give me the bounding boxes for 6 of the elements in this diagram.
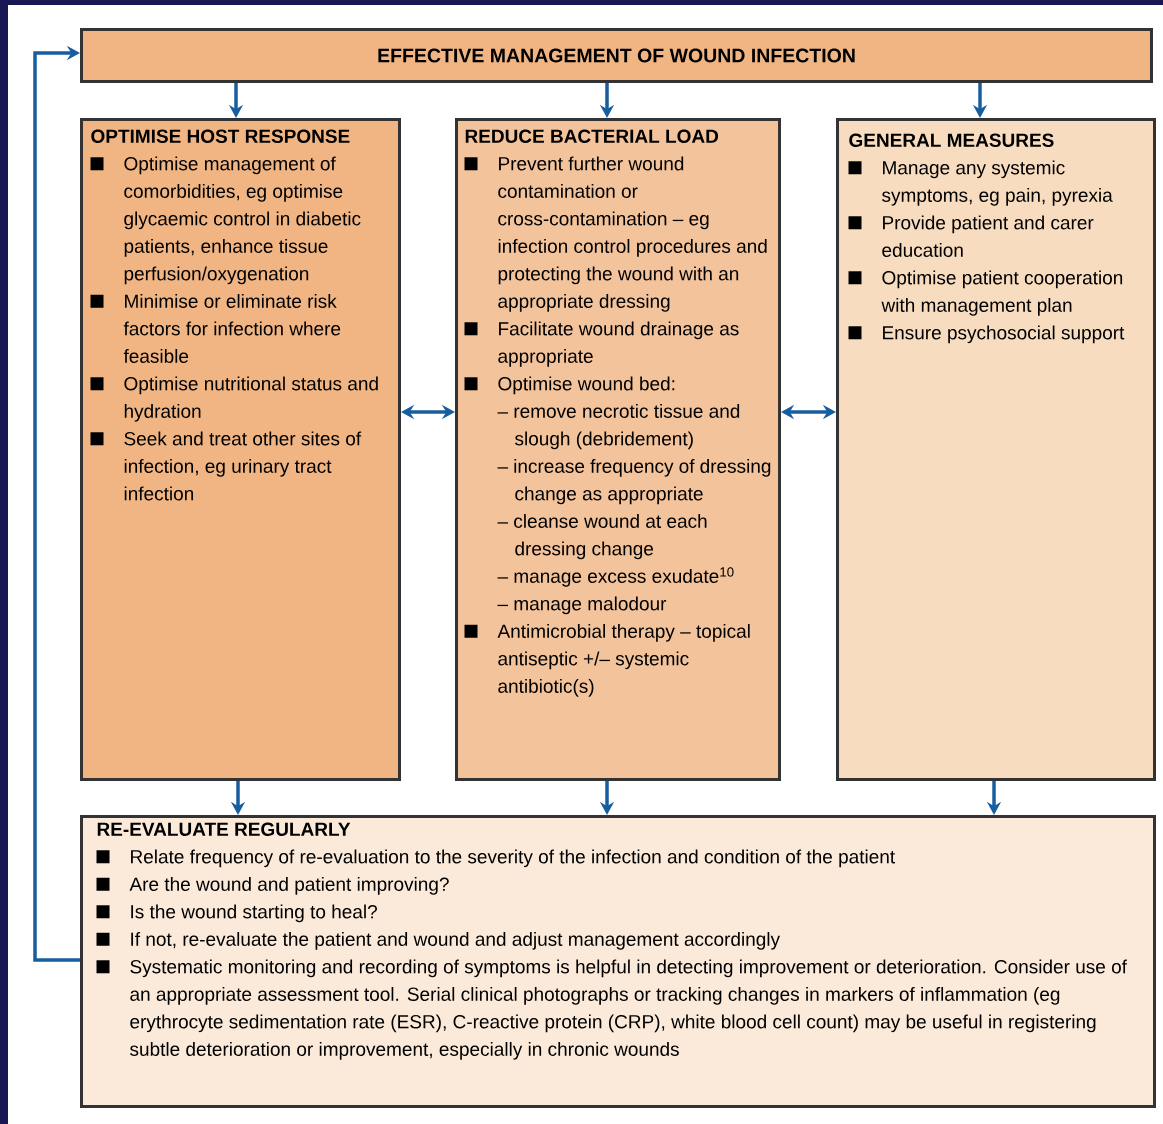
process-box: REDUCE BACTERIAL LOAD Prevent further wound contamination or cross-contamination – eg infection control procedures and protecting the wound with an appropriate dressing Facilitate wound drainage as appropriate Optimise wound bed: – remove necrotic tissue and slough (debridement) – increase frequency of dressing change as appropriate – cleanse wound at each dressing change – manage excess exudate$^{10}$ – manage malodour Antimicrobial therapy – topical antiseptic +/– systemic antibiotic(s)	[455, 118, 781, 781]
title-box: EFFECTIVE MANAGEMENT OF WOUND INFECTION	[80, 28, 1153, 83]
process-box: RE-EVALUATE REGULARLY Relate frequency of re-evaluation to the severity of the infection and condition of the patient Are the wound and patient improving? Is the wound starting to heal? If not, re-evaluate the patient and wound and adjust management accordingly Systematic monitoring and recording of symptoms is helpful in detecting improvement or deterioration. Consider use of an appropriate assessment tool. Serial clinical photographs or tracking changes in markers of inflammation (eg erythrocyte sedimentation rate (ESR), C-reactive protein (CRP), white blood cell count) may be useful in registering subtle deterioration or improvement, especially in chronic wounds	[80, 815, 1156, 1108]
arrow	[33, 45, 80, 962]
process-box: OPTIMISE HOST RESPONSE Optimise management of comorbidities, eg optimise glycaemic control in diabetic patients, enhance tissue perfusion/oxygenation Minimise or eliminate risk factors for infection where feasible Optimise nutritional status and hydration Seek and treat other sites of infection, eg urinary tract infection	[80, 118, 401, 781]
process-box: GENERAL MEASURES Manage any systemic symptoms, eg pain, pyrexia Provide patient and carer education Optimise patient cooperation with management plan Ensure psychosocial support	[836, 118, 1156, 781]
